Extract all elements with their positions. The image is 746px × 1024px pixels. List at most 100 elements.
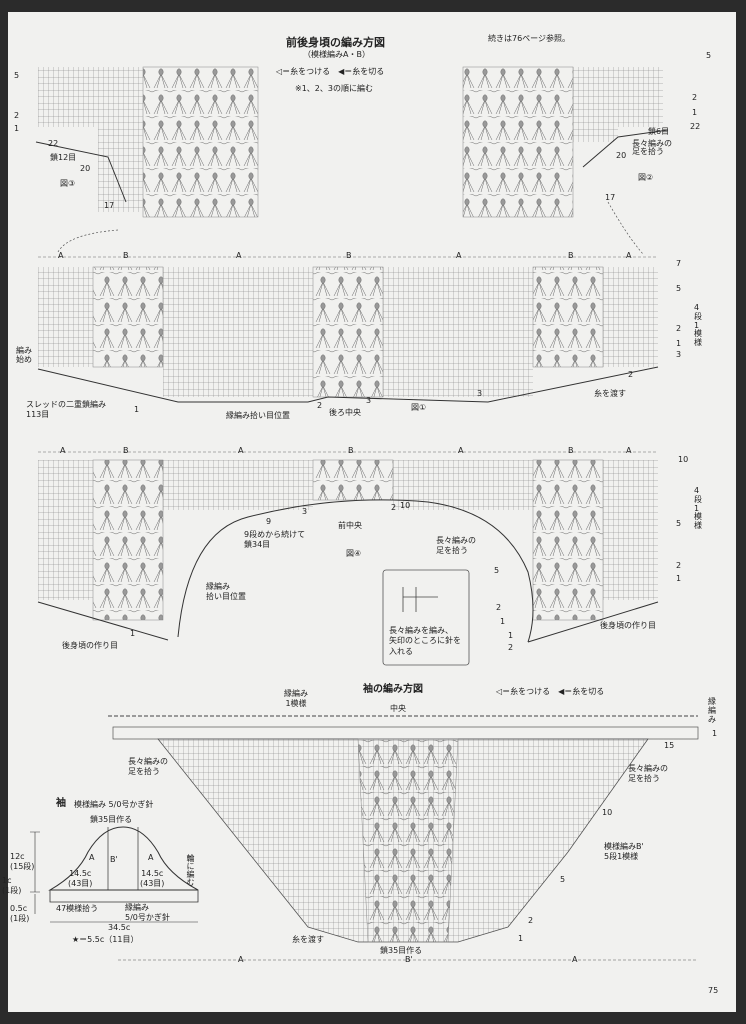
schematic-width-left: 14.5c (43目) [68, 869, 93, 888]
pattern-label: A [60, 446, 66, 455]
row-label: 1 [14, 124, 20, 133]
sleeve-title: 袖の編み方図 [363, 684, 423, 695]
center-label: 前中央 [338, 521, 362, 530]
ldc-note: 長々編みの 足を拾う [632, 139, 672, 156]
schematic-bottom-height: 0.5c (1段) [10, 904, 30, 923]
schematic-a1: A [89, 853, 95, 862]
edge-right-label: 縁 編 み [708, 697, 716, 724]
fig1-chart [37, 256, 659, 403]
schematic-a2: A [148, 853, 154, 862]
sleeve-legend: ◁＝糸をつける ◀＝糸を切る [496, 687, 605, 696]
page-number: 75 [708, 986, 719, 995]
row-label: 2 [676, 324, 682, 333]
mark: 2 [317, 401, 323, 410]
schematic-title: 袖 [56, 798, 66, 809]
bottom-pattern: B' [405, 955, 413, 964]
fig1-label: 図① [411, 403, 427, 412]
row-label: 2 [628, 370, 634, 379]
pattern-label: A [626, 446, 632, 455]
page-title: 前後身頃の編み方図 [286, 36, 385, 49]
row-label: 20 [616, 151, 627, 160]
row-label: 1 [518, 934, 524, 943]
sleeve-schematic [30, 826, 199, 923]
row-label: 1 [712, 729, 718, 738]
row-label: 17 [605, 193, 616, 202]
row-label: 22 [690, 122, 701, 131]
back-chain-label: 後身頃の作り目 [62, 641, 118, 650]
schematic-star: ★＝5.5c（11目） [72, 935, 139, 944]
schematic-total-width: 34.5c [108, 923, 131, 932]
back-chain-label: 後身頃の作り目 [600, 621, 656, 630]
row-label: 10 [678, 455, 689, 464]
ldc-left-note: 長々編みの 足を拾う [128, 757, 168, 777]
start-label: 編み 始め [16, 346, 32, 364]
schematic-edge: 縁編み 5/0号かぎ針 [125, 903, 170, 922]
row-label: 10 [602, 808, 613, 817]
mark: 3 [477, 389, 483, 398]
pattern-page: 前後身頃の編み方図 （模様編みA・B） ◁＝糸をつける ◀＝糸を切る ※1、2、… [2, 12, 736, 1012]
edging-label: 縁編み 1模様 [284, 689, 308, 709]
fig2-chart [462, 66, 669, 218]
row-label: 9 [266, 517, 272, 526]
pass-label: 糸を渡す [292, 935, 324, 944]
schematic-edge-height: 1c (1段) [2, 876, 22, 895]
pattern-label: B [123, 251, 129, 260]
join-dotted-right [607, 201, 644, 255]
pickup-label: 縁編み拾い目位置 [226, 411, 290, 420]
pickup-label: 縁編み 拾い目位置 [206, 582, 246, 602]
row-label: 2 [496, 603, 502, 612]
schematic-pattern: 模様編み 5/0号かぎ針 [74, 800, 154, 809]
mark: 1 [508, 631, 514, 640]
center-label: 中央 [390, 704, 406, 713]
center-label: 後ろ中央 [329, 408, 361, 417]
pattern-label: B [348, 446, 354, 455]
mark: 2 [508, 643, 514, 652]
row-label: 2 [676, 561, 682, 570]
pattern-label: A [238, 446, 244, 455]
row-label: 17 [104, 201, 115, 210]
sleeve-chart [108, 715, 699, 961]
mark: 1 [130, 629, 136, 638]
row-label: 22 [48, 139, 59, 148]
chain-label: 鎖35目作る [380, 946, 423, 955]
repeat-label: 4 段 1 模 様 [694, 303, 702, 348]
pattern-label: B [568, 251, 574, 260]
row-label: 20 [80, 164, 91, 173]
mark: 3 [302, 507, 308, 516]
thread-chain-label: スレッドの二重鎖編み 113目 [26, 400, 106, 420]
join-dotted-left [57, 229, 119, 253]
pattern-label: B [568, 446, 574, 455]
row-label: 10 [400, 501, 411, 510]
pass-label: 糸を渡す [594, 389, 626, 398]
schematic-height: 12c (15段) [10, 852, 35, 871]
row-label: 7 [676, 259, 682, 268]
chain-label: 鎖6目 [648, 127, 670, 136]
row-label: 3 [676, 350, 682, 359]
continued-note: 続きは76ページ参照。 [488, 34, 571, 43]
pattern-label: A [458, 446, 464, 455]
chart-graphics [30, 66, 699, 961]
pattern-b-note: 模様編みB' 5段1模様 [604, 842, 644, 862]
fig3-label: 図③ [60, 179, 76, 188]
legend-thread: ◁＝糸をつける ◀＝糸を切る [276, 67, 385, 76]
schematic-pick: 47模様拾う [56, 904, 99, 913]
bottom-pattern: A [572, 955, 578, 964]
row9-note: 9段めから続けて 鎖34目 [244, 530, 306, 550]
mark: 1 [134, 405, 140, 414]
ldc-right-note: 長々編みの 足を拾う [628, 764, 668, 784]
row-label: 5 [494, 566, 500, 575]
row-label: 5 [706, 51, 712, 60]
mark: 3 [366, 396, 372, 405]
pattern-label: A [236, 251, 242, 260]
pattern-label: A [58, 251, 64, 260]
mark: 2 [391, 503, 397, 512]
row-label: 1 [676, 574, 682, 583]
page-subtitle: （模様編みA・B） [303, 50, 370, 59]
schematic-b: B' [110, 855, 118, 864]
fig4-chart [37, 451, 659, 666]
repeat-label: 4 段 1 模 様 [694, 486, 702, 531]
fig2-label: 図② [638, 173, 654, 182]
fig4-label: 図④ [346, 549, 362, 558]
inset-note: 長々編みを編み、 矢印のところに針を 入れる [389, 626, 461, 656]
fig3-chart [35, 66, 259, 218]
